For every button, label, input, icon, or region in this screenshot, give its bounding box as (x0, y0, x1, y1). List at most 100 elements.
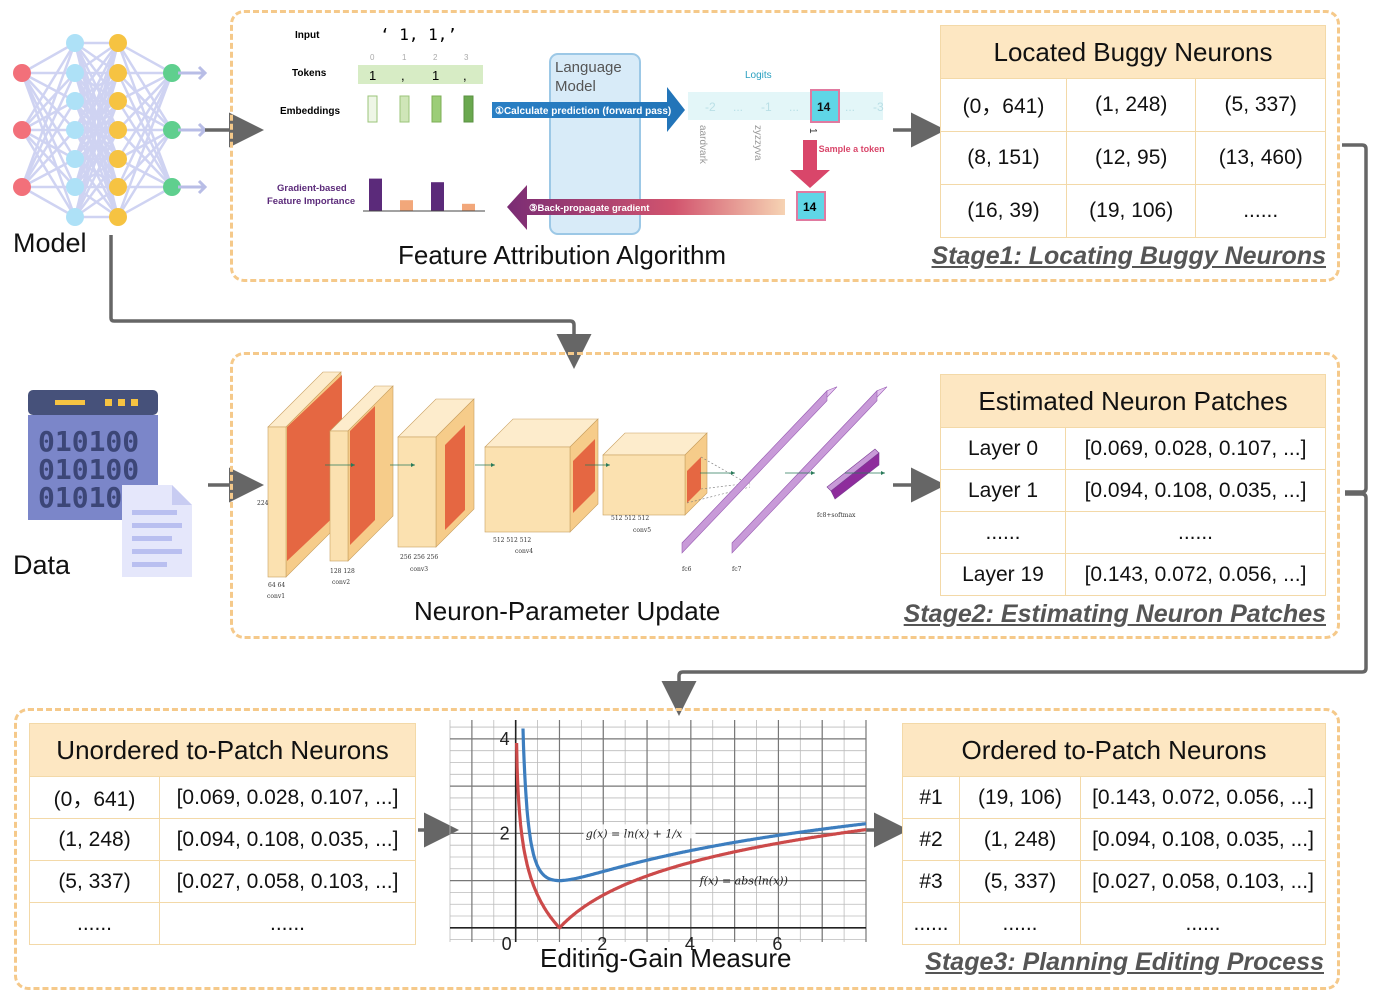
table-header: Unordered to-Patch Neurons (29, 723, 416, 777)
curve-g (521, 728, 867, 883)
network-node (163, 121, 181, 139)
network-node (109, 92, 127, 110)
table-cell: [0.094, 0.108, 0.035, ...] (159, 818, 416, 861)
vocab-zyzzyva: zyzzyva (752, 125, 763, 161)
y-tick-label: 4 (500, 729, 510, 749)
importance-bar (431, 182, 444, 211)
arrow-table2-to-stage3 (661, 492, 1368, 716)
sampled-token: 14 (803, 200, 817, 214)
table-cell: Layer 0 (940, 427, 1066, 470)
table-cell: ...... (1080, 902, 1326, 945)
forward-pass-arrow (492, 87, 685, 132)
table-cell: ...... (29, 902, 160, 945)
network-node (13, 64, 31, 82)
logit-value: ... (789, 100, 799, 114)
logit-value: -1 (761, 100, 772, 114)
network-node (109, 150, 127, 168)
table-cell: ...... (1065, 511, 1326, 554)
logit-value: -3 (873, 100, 884, 114)
importance-bar (462, 203, 475, 211)
curve-f-label: f(x) = abs(ln(x)) (699, 875, 788, 888)
table-cell: [0.094, 0.108, 0.035, ...] (1065, 469, 1326, 512)
model-label: Model (13, 228, 87, 258)
logit-value: ... (733, 100, 743, 114)
table-cell: #2 (902, 818, 960, 861)
arrow-table1-to-table2 (1342, 143, 1368, 494)
network-node (163, 64, 181, 82)
tokens-label: Tokens (292, 68, 327, 79)
embeddings-label: Embeddings (280, 106, 340, 117)
token-index: 3 (464, 53, 469, 62)
cnn-dim: 64 64 (268, 582, 285, 589)
token: , (463, 68, 467, 83)
cnn-layer-label: fc7 (732, 566, 742, 573)
token-cells: 1 , 1 , (358, 65, 483, 84)
cnn-layer-label: fc6 (682, 566, 692, 573)
table-cell: (8, 151) (940, 131, 1067, 185)
table-header: Estimated Neuron Patches (940, 374, 1326, 428)
data-digits-row-3: 01010 (38, 481, 122, 514)
backprop-label: ③Back-propagate gradient (529, 203, 650, 214)
stage3-title: Stage3: Planning Editing Process (925, 948, 1324, 976)
network-node (66, 150, 84, 168)
curve-f (515, 742, 867, 930)
data-label: Data (13, 550, 71, 580)
network-node (163, 178, 181, 196)
table-cell: (5, 337) (1195, 78, 1326, 132)
located-buggy-neurons-table: Located Buggy Neurons (0，641)(1, 248)(5,… (940, 25, 1326, 238)
token: , (401, 68, 405, 83)
logits-label: Logits (745, 70, 772, 81)
table-cell: (1, 248) (1065, 78, 1197, 132)
network-node (109, 34, 127, 52)
logit-value: 14 (817, 100, 831, 114)
network-node (66, 178, 84, 196)
table-cell: ...... (940, 511, 1066, 554)
table-cell: ...... (902, 902, 960, 945)
network-node (109, 208, 127, 226)
token-index: 0 (370, 53, 375, 62)
network-node (13, 121, 31, 139)
importance-label-2: Feature Importance (267, 196, 355, 207)
table-cell: ...... (959, 902, 1081, 945)
table-cell: Layer 19 (940, 553, 1066, 596)
token-index: 1 (402, 53, 407, 62)
table-cell: (19, 106) (959, 776, 1081, 819)
x-tick-label: 6 (772, 934, 782, 954)
table-cell: [0.027, 0.058, 0.103, ...] (1080, 860, 1326, 903)
vocab-1: 1 (807, 128, 818, 134)
table-cell: (12, 95) (1065, 131, 1197, 185)
backprop-arrow (507, 185, 785, 230)
cnn-dim: 256 256 256 (400, 554, 438, 561)
cnn-layer-label: conv4 (515, 548, 533, 555)
feature-attribution-figure: Input ‘ 1, 1,’ 0 1 2 3 Tokens 1 , 1 , Em… (267, 25, 885, 235)
language-model-box (549, 53, 641, 235)
network-node (109, 121, 127, 139)
table-cell: (16, 39) (940, 184, 1067, 238)
table-cell: [0.094, 0.108, 0.035, ...] (1080, 818, 1326, 861)
unordered-neurons-table: Unordered to-Patch Neurons (0，641)[0.069… (29, 723, 416, 945)
table-cell: #3 (902, 860, 960, 903)
stage1-box (230, 10, 1340, 282)
input-label: Input (295, 30, 320, 41)
table-cell: (1, 248) (959, 818, 1081, 861)
network-node (109, 64, 127, 82)
stage3-caption: Editing-Gain Measure (540, 943, 792, 973)
table-header: Located Buggy Neurons (940, 25, 1326, 79)
network-node (66, 121, 84, 139)
logit-cell-selected (810, 89, 840, 123)
importance-label-1: Gradient-based (277, 183, 347, 194)
logit-value: ... (845, 100, 855, 114)
table-cell: [0.069, 0.028, 0.107, ...] (159, 776, 416, 819)
stage3-box (14, 708, 1340, 990)
cnn-layer-label: conv5 (633, 527, 651, 534)
cnn-layer-label: fc8+softmax (817, 512, 856, 519)
network-node (13, 178, 31, 196)
table-header: Ordered to-Patch Neurons (902, 723, 1326, 777)
x-tick-label: 2 (597, 934, 607, 954)
x-tick-label: 0 (502, 934, 512, 954)
estimated-neuron-patches-table: Estimated Neuron Patches Layer 0[0.069, … (940, 374, 1326, 596)
network-node (66, 64, 84, 82)
table-cell: ...... (1195, 184, 1326, 238)
